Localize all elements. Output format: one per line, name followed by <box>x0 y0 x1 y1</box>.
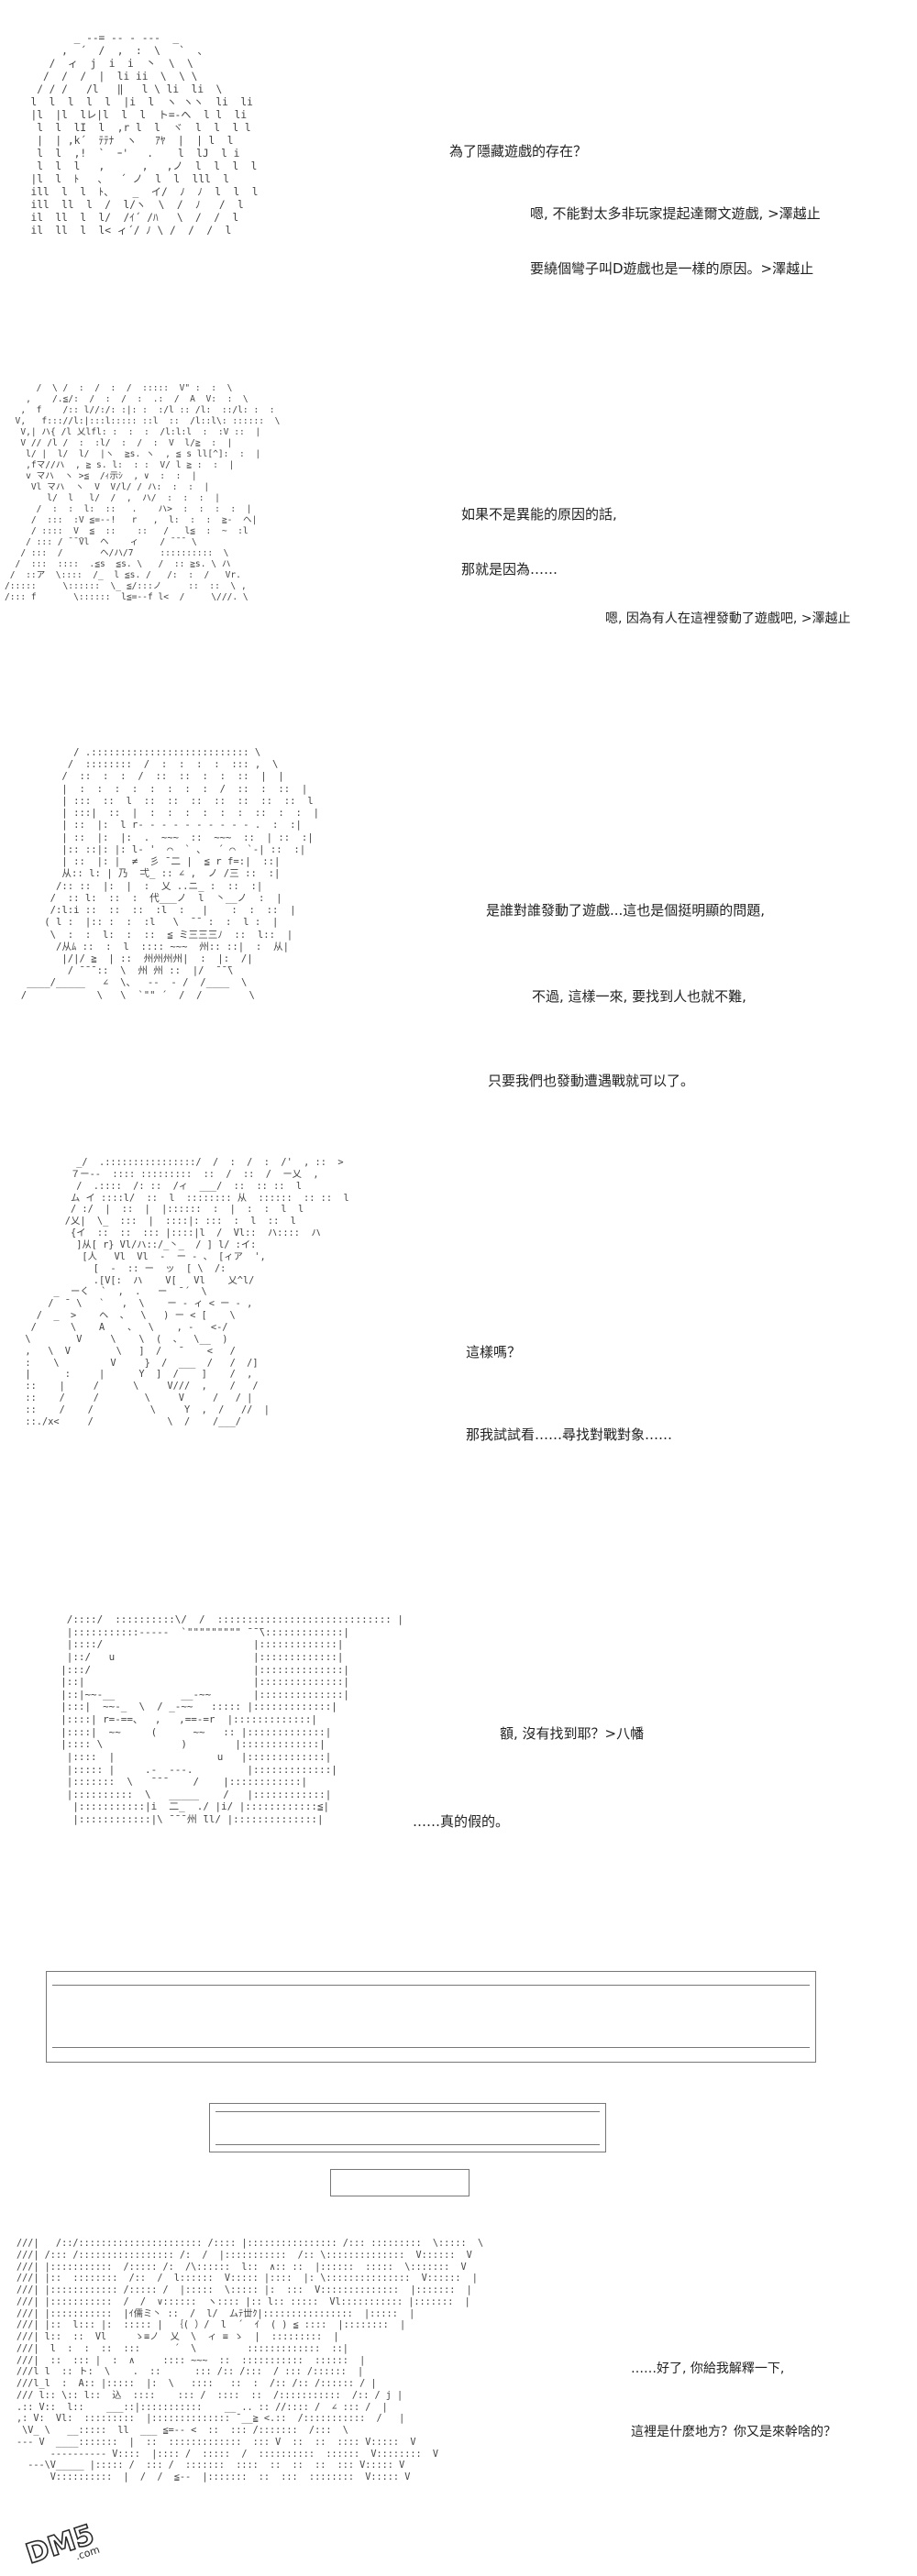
ascii-art-panel-4: _/ .::::::::::::::::/ / : / : /' , :: > … <box>25 1157 349 1427</box>
site-watermark-logo: DM5 .com <box>21 2519 101 2570</box>
dialogue-line: 如果不是異能的原因的話, <box>461 506 617 523</box>
ascii-art-panel-3: / .::::::::::::::::::::::::::: \ / :::::… <box>20 747 320 1001</box>
ascii-art-panel-1: _ -‐= ‐‐ ‐ ‐‐- _ , ´ / , : \ ` 、 / ィ j i… <box>30 32 259 237</box>
empty-frame-large <box>46 1971 816 2063</box>
dialogue-line: 嗯, 因為有人在這裡發動了遊戲吧, >澤越止 <box>605 611 851 626</box>
empty-frame-medium <box>209 2103 606 2152</box>
dialogue-line: 額, 沒有找到耶？>八幡 <box>500 1725 645 1742</box>
dialogue-line: 只要我們也發動遭遇戰就可以了。 <box>488 1073 695 1089</box>
dialogue-line: 那我試試看……尋找對戰對象…… <box>466 1426 673 1443</box>
dialogue-line: 不過, 這樣一來, 要找到人也就不難, <box>532 988 746 1005</box>
ascii-art-panel-6: ///| /::/:::::::::::::::::::::: /:::: |:… <box>17 2239 484 2482</box>
dialogue-line: 這樣嗎？ <box>466 1344 522 1360</box>
empty-frame-small <box>330 2169 470 2196</box>
dialogue-line: 那就是因為…… <box>461 561 558 578</box>
dialogue-line: 要繞個彎子叫D遊戲也是一樣的原因。>澤越止 <box>530 260 814 277</box>
ascii-art-panel-2: / \ / : / : / ::::: V" : : \ , /.≦/: / :… <box>5 383 281 602</box>
dialogue-line: 嗯, 不能對太多非玩家提起達爾文遊戲, >澤越止 <box>530 205 821 222</box>
dialogue-line: ……好了, 你給我解釋一下, <box>631 2361 785 2376</box>
svg-text:DM5: DM5 <box>22 2519 98 2570</box>
dialogue-line: 為了隱藏遊戲的存在？ <box>449 143 588 160</box>
dialogue-line: ……真的假的。 <box>413 1813 510 1830</box>
dialogue-line: 是誰對誰發動了遊戲...這也是個挺明顯的問題, <box>486 902 766 919</box>
ascii-art-panel-5: /::::/ ::::::::::\/ / ::::::::::::::::::… <box>61 1613 403 1825</box>
dialogue-line: 這裡是什麼地方？你又是來幹啥的？ <box>631 2425 836 2439</box>
